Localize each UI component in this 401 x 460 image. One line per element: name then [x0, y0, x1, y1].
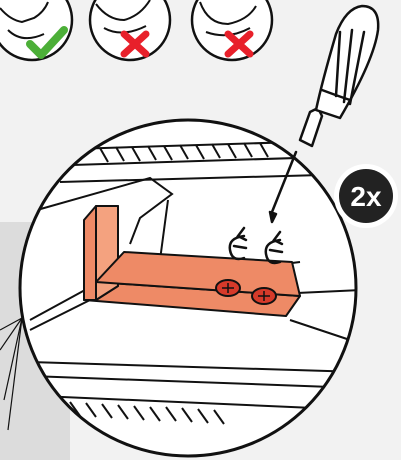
hand-figure-wrong-1 [90, 0, 170, 60]
screw-2 [252, 288, 276, 304]
screw-1 [216, 280, 240, 296]
zoom-detail [20, 120, 360, 456]
hand-figure-correct [0, 0, 72, 60]
quantity-badge: 2x [334, 164, 398, 228]
quantity-badge-label: 2x [350, 181, 382, 212]
hand-figure-wrong-2 [192, 0, 272, 60]
